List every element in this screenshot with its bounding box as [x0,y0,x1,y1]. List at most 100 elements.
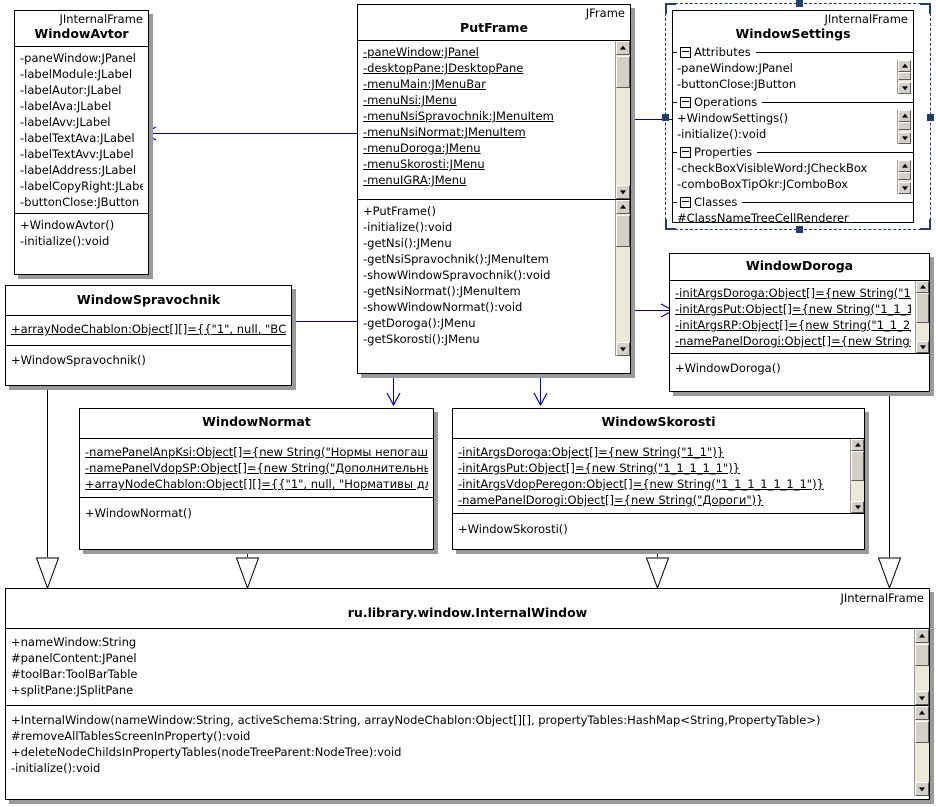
scroll-down-icon[interactable] [916,341,929,353]
scrollbar-thumb[interactable] [851,451,864,481]
generalization-arrow-spravochnik [36,557,59,589]
scrollbar-thumb[interactable] [616,56,630,88]
class-box-windowspravochnik[interactable]: WindowSpravochnik +arrayNodeChablon:Obje… [5,285,292,386]
putframe-operations-scrollbar[interactable] [615,200,630,356]
windowskorosti-name: WindowSkorosti [601,414,716,429]
scroll-down-icon[interactable] [616,342,630,356]
windowsettings-properties: -checkBoxVisibleWord:JCheckBox -comboBox… [673,160,913,194]
windowsettings-attributes-scrollbar[interactable] [897,60,911,94]
class-box-windownormat[interactable]: WindowNormat -namePanelAnpKsi:Object[]={… [79,408,434,550]
attribute-row: -initArgsDoroga:Object[]={new String("1_ [675,286,911,300]
class-box-windowsettings[interactable]: JInternalFrame WindowSettings Attributes… [672,10,914,223]
windowdoroga-header: WindowDoroga [670,254,929,280]
windownormat-name: WindowNormat [202,414,311,429]
class-box-putframe[interactable]: JFrame PutFrame -paneWindow:JPanel -desk… [357,4,631,374]
class-row: #ClassNameTreeCellRenderer [677,211,849,223]
collapse-toggle-icon[interactable] [680,146,691,158]
operation-row: -getNsi():JMenu [363,236,452,250]
windowsettings-header: JInternalFrame WindowSettings [673,11,913,44]
putframe-separator-1 [358,40,630,41]
scroll-down-icon[interactable] [851,501,864,513]
putframe-attributes-scrollbar[interactable] [615,41,630,199]
operation-row: +InternalWindow(nameWindow:String, activ… [11,713,821,727]
scrollbar-thumb[interactable] [898,172,911,180]
scrollbar-thumb[interactable] [616,215,630,247]
attribute-row: -buttonClose:JButton [20,195,140,209]
collapse-toggle-icon[interactable] [680,96,691,108]
putframe-name: PutFrame [460,20,528,35]
scroll-up-icon[interactable] [851,439,864,451]
group-header-operations[interactable]: Operations [673,94,913,110]
scroll-up-icon[interactable] [898,60,911,72]
property-row: -comboBoxTipOkr:JComboBox [677,177,849,191]
collapse-toggle-icon[interactable] [680,46,691,58]
association-line-spravochnik [292,321,357,322]
windowspravochnik-operations: +WindowSpravochnik() [6,346,291,371]
attribute-row: +arrayNodeChablon:Object[][]={{"1", null… [85,477,428,491]
generalization-arrow-skorosti [646,557,669,589]
scroll-up-icon[interactable] [616,41,630,55]
scrollbar-thumb[interactable] [915,721,929,743]
group-line-left [673,201,677,203]
scroll-down-icon[interactable] [898,132,911,144]
scroll-down-icon[interactable] [898,182,911,194]
scroll-up-icon[interactable] [915,706,929,720]
attribute-row: -namePanelAnpKsi:Object[]={new String("Н… [85,445,428,459]
attribute-row: -labelModule:JLabel [20,67,133,81]
windowskorosti-attributes: -initArgsDoroga:Object[]={new String("1_… [453,439,864,513]
windowdoroga-operations: +WindowDoroga() [670,354,929,379]
windowspravochnik-attributes: +arrayNodeChablon:Object[][]={{"1", null… [6,316,291,345]
operation-row: #removeAllTablesScreenInProperty():void [11,729,251,743]
class-box-windowdoroga[interactable]: WindowDoroga -initArgsDoroga:Object[]={n… [669,253,930,392]
internalwindow-attributes-scrollbar[interactable] [914,629,929,705]
scroll-up-icon[interactable] [898,160,911,172]
operation-row: +WindowSkorosti() [458,522,568,536]
internalwindow-operations: +InternalWindow(nameWindow:String, activ… [6,706,929,796]
scrollbar-thumb[interactable] [915,644,929,666]
group-header-attributes[interactable]: Attributes [673,44,913,60]
windownormat-attributes: -namePanelAnpKsi:Object[]={new String("Н… [80,439,433,497]
scroll-down-icon[interactable] [616,185,630,199]
attribute-row: -menuMain:JMenuBar [363,77,486,91]
windowdoroga-attributes-scrollbar[interactable] [915,281,929,353]
association-line-doroga [631,310,671,311]
scroll-up-icon[interactable] [915,629,929,643]
class-box-internalwindow[interactable]: JInternalFrame ru.library.window.Interna… [5,588,930,800]
internalwindow-header: JInternalFrame ru.library.window.Interna… [6,589,929,628]
scroll-up-icon[interactable] [616,200,630,214]
internalwindow-attributes: +nameWindow:String #panelContent:JPanel … [6,629,929,705]
association-line-skorosti [540,375,541,405]
class-box-windowskorosti[interactable]: WindowSkorosti -initArgsDoroga:Object[]=… [452,408,865,550]
windowdoroga-separator-1 [670,280,929,281]
scrollbar-thumb[interactable] [898,72,911,80]
windowsettings-operations-scrollbar[interactable] [897,110,911,144]
scrollbar-thumb[interactable] [898,122,911,130]
windownormat-separator-1 [80,438,433,439]
scroll-up-icon[interactable] [898,110,911,122]
windowskorosti-attributes-scrollbar[interactable] [850,439,864,513]
attribute-row: -desktopPane:JDesktopPane [363,61,524,75]
windowsettings-properties-scrollbar[interactable] [897,160,911,194]
windowavtor-header: JInternalFrame WindowAvtor [15,11,148,46]
association-line-avtor [145,133,357,134]
generalization-stem-spravochnik [47,386,48,557]
class-box-windowavtor[interactable]: JInternalFrame WindowAvtor -paneWindow:J… [14,10,149,275]
group-line-right [755,51,913,53]
windowspravochnik-name: WindowSpravochnik [76,292,221,307]
windowskorosti-separator-2 [453,513,864,514]
group-header-classes[interactable]: Classes [673,194,913,210]
scroll-up-icon[interactable] [916,281,929,293]
scroll-down-icon[interactable] [898,82,911,94]
collapse-toggle-icon[interactable] [680,196,691,208]
scrollbar-thumb[interactable] [916,293,929,323]
scroll-down-icon[interactable] [915,691,929,705]
group-header-properties[interactable]: Properties [673,144,913,160]
operation-row: -getNsiSpravochnik():JMenuItem [363,252,549,266]
scroll-down-icon[interactable] [915,782,929,796]
attribute-row: -labelAva:JLabel [20,99,112,113]
generalization-arrow-normat [236,557,259,589]
attribute-row: -menuDoroga:JMenu [363,141,481,155]
internalwindow-operations-scrollbar[interactable] [914,706,929,796]
putframe-attributes: -paneWindow:JPanel -desktopPane:JDesktop… [358,41,630,199]
windowavtor-separator-1 [15,46,148,47]
